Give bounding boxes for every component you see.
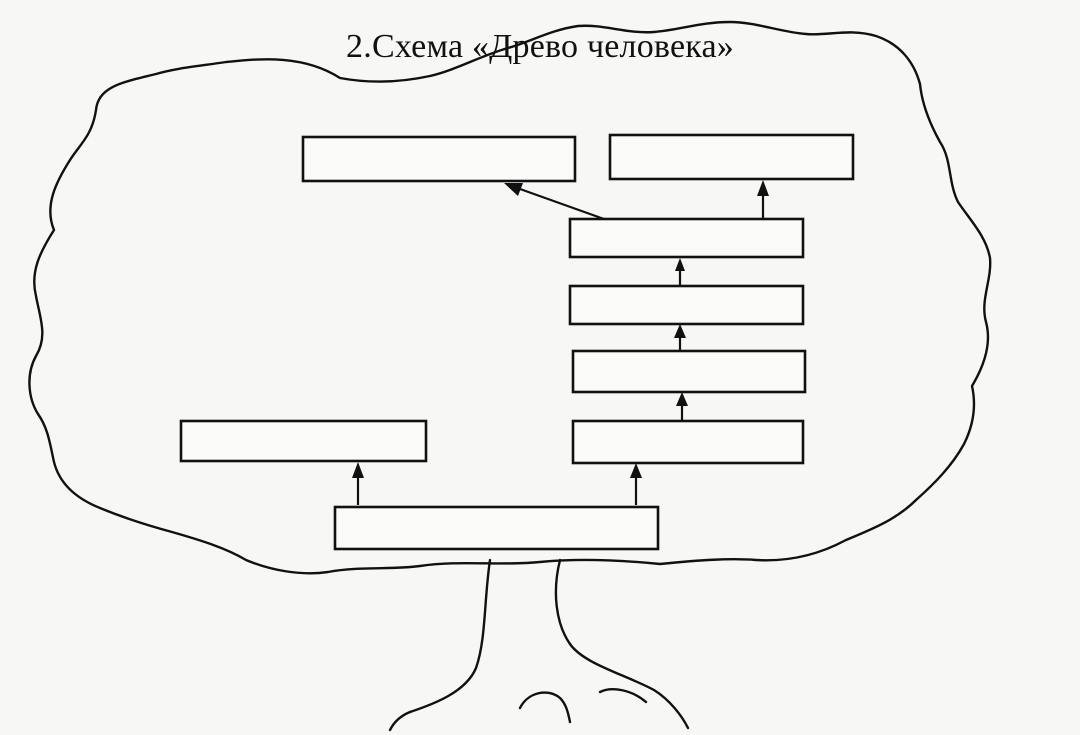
box-right-4 bbox=[571, 419, 805, 465]
box-right-3 bbox=[571, 349, 807, 394]
tree-root-left bbox=[388, 710, 412, 732]
arrow-r1-to-topleft-head bbox=[504, 183, 523, 196]
box-right-2 bbox=[568, 284, 805, 326]
tree-root-center bbox=[518, 691, 572, 724]
tree-root-right bbox=[598, 688, 648, 704]
box-base bbox=[333, 505, 660, 551]
arrow-r4-to-r3-head bbox=[676, 392, 688, 406]
box-top-left bbox=[301, 135, 577, 183]
box-right-1 bbox=[568, 217, 805, 259]
tree-trunk-left bbox=[408, 558, 492, 714]
arrow-r3-to-r2-head bbox=[674, 324, 686, 338]
tree-crown-outline bbox=[28, 20, 992, 575]
tree-trunk-right bbox=[554, 558, 690, 730]
arrow-base-to-left-head bbox=[352, 462, 364, 478]
arrow-r1-to-topleft-shaft bbox=[519, 187, 605, 221]
page-title: 2.Схема «Древо человека» bbox=[346, 28, 734, 65]
arrow-r1-to-topright-head bbox=[757, 180, 769, 196]
box-top-right bbox=[608, 133, 855, 181]
box-left-branch bbox=[179, 419, 428, 463]
arrow-r2-to-r1-head bbox=[675, 258, 685, 271]
arrow-base-to-right-head bbox=[630, 463, 642, 478]
